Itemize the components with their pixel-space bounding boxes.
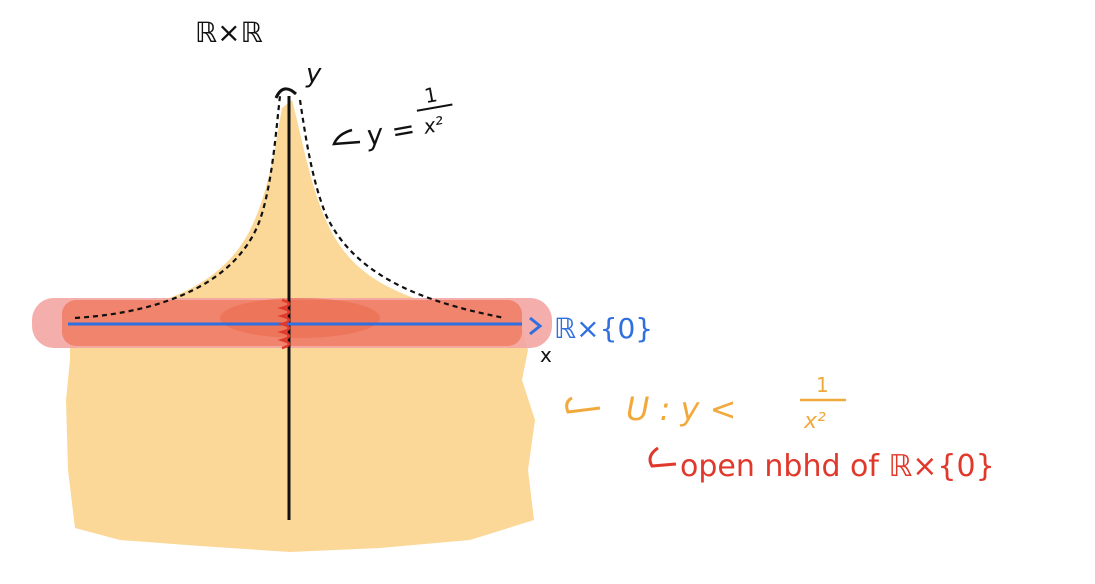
x-axis-arrow: [529, 316, 543, 336]
y-axis-arrow: [274, 87, 298, 99]
curve-equation-numerator: 1: [422, 82, 439, 108]
x-axis-label: x: [540, 343, 552, 367]
space-label: ℝ×ℝ: [195, 16, 263, 49]
curve-equation-bar: [416, 103, 453, 112]
nbhd-label-arrow: [648, 446, 677, 468]
red-scribble-marker: [277, 298, 291, 350]
x-axis-set-label: ℝ×{0}: [554, 312, 653, 345]
nbhd-label: open nbhd of ℝ×{0}: [680, 449, 995, 484]
curve-equation-lhs: y =: [363, 112, 418, 153]
u-label-denominator: x²: [803, 409, 826, 434]
u-label-arrow: [565, 396, 601, 414]
nbhd-band-center: [220, 298, 380, 338]
curve-equation: y = 1 x²: [363, 82, 453, 153]
curve-label-arrow: [332, 128, 361, 146]
curve-equation-denominator: x²: [421, 112, 446, 139]
curve-right-branch: [298, 99, 506, 320]
y-axis-label: y: [305, 59, 322, 89]
u-label-numerator: 1: [816, 373, 829, 397]
u-label: U : y <: [626, 390, 736, 428]
